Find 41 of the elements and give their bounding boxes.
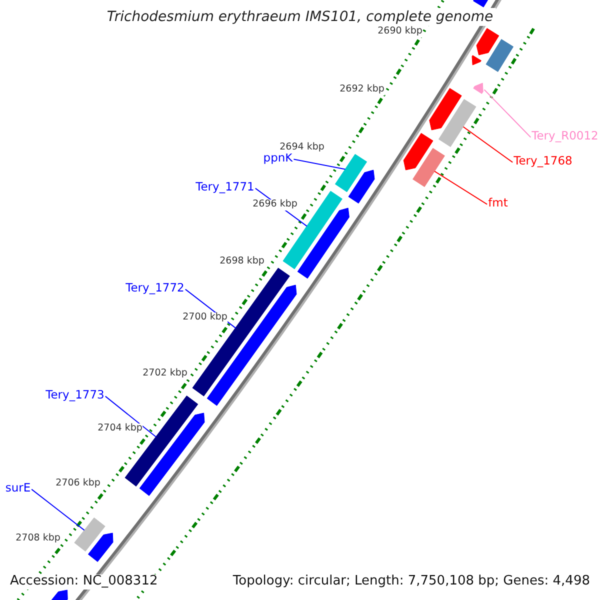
- leader-line: [434, 170, 488, 205]
- gene-label: Tery_1768: [514, 154, 572, 168]
- gene-feature: [297, 208, 350, 279]
- gene-bar: [282, 190, 342, 270]
- scale-label: 2698 kbp: [220, 256, 264, 268]
- gene-label: surE: [5, 481, 31, 495]
- leader-line: [484, 89, 532, 138]
- gene-bar: [124, 396, 198, 487]
- gene-label: Tery_1772: [126, 281, 184, 295]
- scale-label: 2702 kbp: [142, 368, 188, 380]
- gene-feature: [476, 28, 500, 56]
- scale-label: 2696 kbp: [252, 200, 298, 210]
- scale-label: 2692 kbp: [340, 84, 384, 96]
- gene-label: Tery_1771: [196, 180, 254, 194]
- leader-line: [31, 488, 85, 531]
- leader-line: [104, 396, 156, 438]
- scale-label: 2708 kbp: [16, 534, 60, 544]
- gene-feature: [429, 88, 462, 130]
- gene-bar: [412, 148, 445, 188]
- scale-label: 2704 kbp: [98, 424, 142, 434]
- gene-feature: [472, 55, 482, 66]
- gene-feature: [473, 82, 484, 94]
- gene-bar: [74, 517, 106, 552]
- scale-label: 2694 kbp: [280, 142, 324, 154]
- gene-label: fmt: [488, 196, 508, 210]
- gene-feature: [88, 532, 114, 562]
- gene-bar: [438, 99, 476, 148]
- gene-label: Tery_1773: [46, 388, 104, 402]
- leader-line: [462, 126, 514, 163]
- gene-bar: [334, 154, 368, 192]
- scale-label: 2700 kbp: [182, 312, 228, 324]
- gene-label: ppnK: [263, 151, 293, 165]
- gene-feature: [348, 170, 375, 204]
- gene-label: Tery_R0012: [532, 129, 598, 143]
- gene-feature: [403, 132, 434, 170]
- scale-label: 2706 kbp: [56, 478, 100, 490]
- gene-feature: [206, 284, 297, 406]
- gene-bar: [486, 39, 514, 72]
- scale-label: 2690 kbp: [378, 26, 422, 38]
- accession-text: Accession: NC_008312: [8, 574, 160, 590]
- genome-info-text: Topology: circular; Length: 7,750,108 bp; Genes: 4,498: [230, 574, 592, 590]
